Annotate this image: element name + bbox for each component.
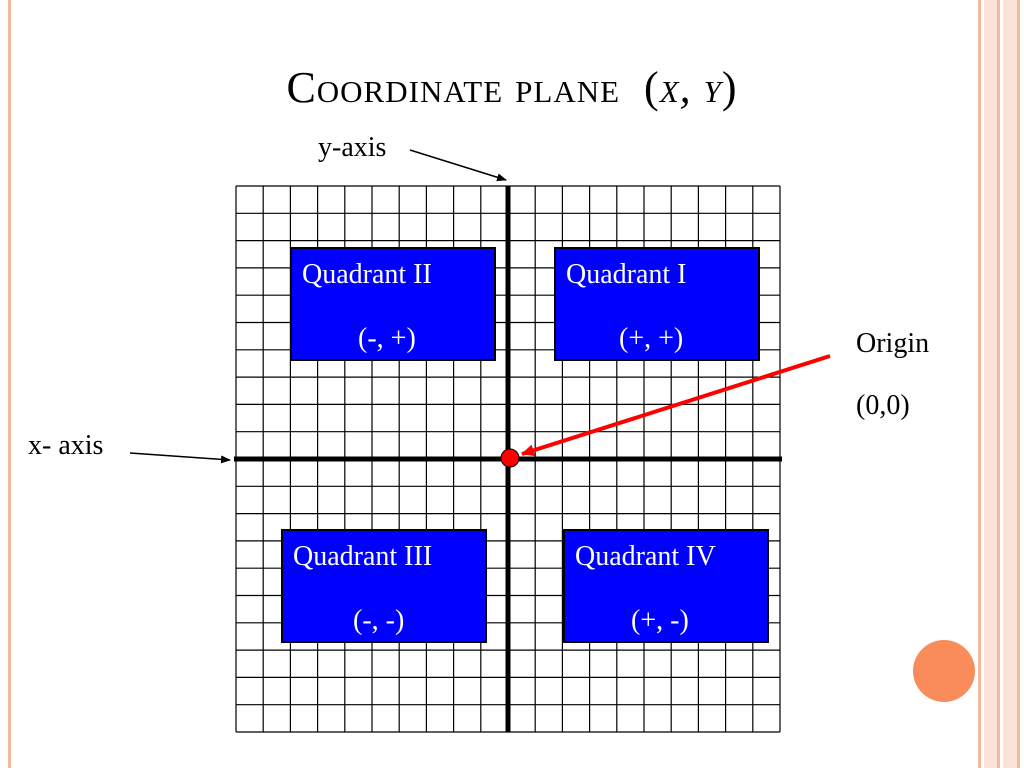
- slide-title: Coordinate plane (x, y): [0, 62, 1024, 113]
- origin-pointer-arrow: [521, 354, 831, 457]
- x-axis-label: x- axis: [28, 430, 104, 461]
- title-open-paren: (: [644, 63, 660, 112]
- right-stripe: [1003, 0, 1017, 768]
- quadrant-signs: (+, -): [631, 605, 689, 636]
- quadrant-i-box: Quadrant I (+, +): [554, 247, 760, 361]
- left-frame-line: [8, 0, 11, 768]
- quadrant-iv-box: Quadrant IV (+, -): [563, 529, 769, 643]
- quadrant-name: Quadrant I: [566, 259, 687, 290]
- quadrant-name: Quadrant III: [293, 541, 433, 572]
- quadrant-signs: (+, +): [619, 323, 684, 354]
- x-axis-pointer-arrow: [129, 452, 231, 464]
- origin-marker: [500, 448, 520, 468]
- right-stripe: [1017, 0, 1020, 768]
- quadrant-name: Quadrant IV: [575, 541, 716, 572]
- y-axis-label: y-axis: [318, 132, 387, 163]
- title-var-y: y: [703, 63, 722, 112]
- quadrant-signs: (-, +): [358, 323, 416, 354]
- quadrant-iii-box: Quadrant III (-, -): [281, 529, 487, 643]
- title-close-paren: ): [721, 63, 738, 112]
- decorative-orange-circle: [913, 640, 975, 702]
- origin-label: Origin: [856, 328, 930, 359]
- quadrant-ii-box: Quadrant II (-, +): [290, 247, 496, 361]
- quadrant-name: Quadrant II: [302, 259, 432, 290]
- right-stripe: [997, 0, 1000, 768]
- right-stripe: [984, 0, 997, 768]
- title-var-x: x,: [659, 63, 692, 112]
- origin-coordinates: (0,0): [856, 390, 910, 421]
- quadrant-signs: (-, -): [353, 605, 405, 636]
- y-axis-pointer-arrow: [409, 149, 507, 182]
- right-stripe: [978, 0, 981, 768]
- title-text: Coordinate plane: [286, 63, 621, 112]
